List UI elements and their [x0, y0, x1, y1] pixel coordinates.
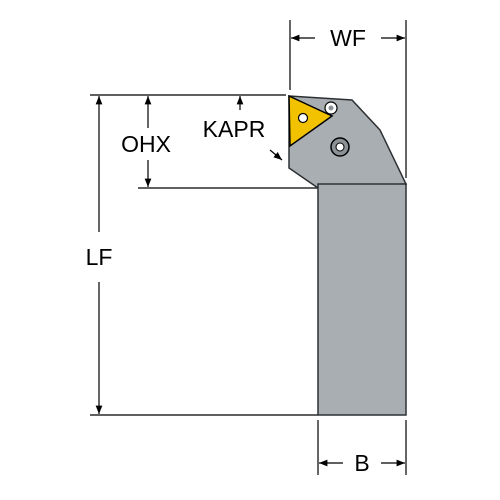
ohx-label: OHX: [121, 131, 171, 157]
holder-shank: [317, 183, 407, 416]
dimension-labels: WF KAPR OHX LF B: [86, 25, 370, 476]
b-label: B: [354, 450, 369, 476]
wf-label: WF: [330, 25, 366, 51]
kapr-arrow-lower: [269, 149, 283, 161]
tool-holder: [288, 94, 408, 416]
kapr-label: KAPR: [203, 116, 266, 142]
extension-lines: [90, 20, 407, 475]
dimension-lines: [95, 34, 405, 467]
insert: [288, 94, 334, 148]
lf-label: LF: [86, 244, 113, 270]
locking-screw-socket: [335, 142, 345, 152]
clamp-screw-hole: [328, 105, 334, 111]
insert-hole: [297, 112, 309, 124]
